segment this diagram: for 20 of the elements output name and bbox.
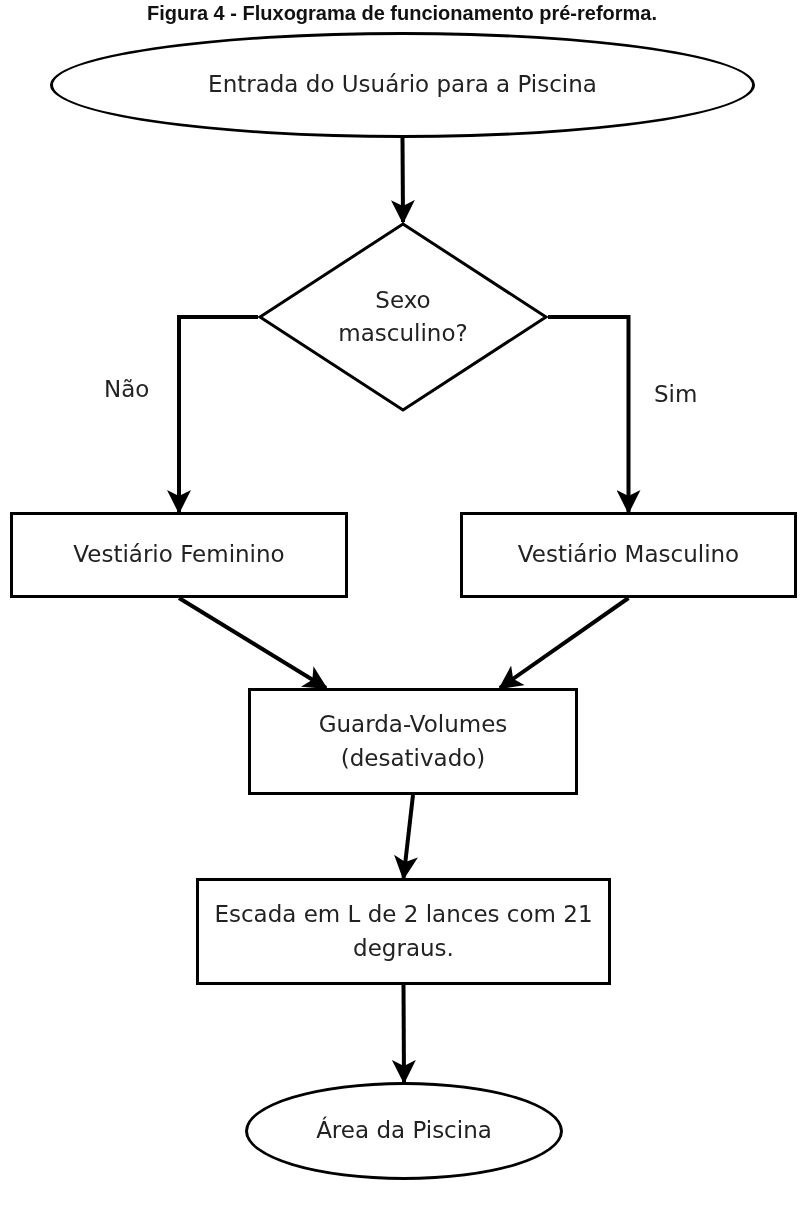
arrow	[177, 596, 328, 690]
node-text: Vestiário Feminino	[73, 540, 285, 570]
process-box	[196, 878, 611, 985]
process-box	[248, 688, 578, 795]
process-box	[460, 512, 797, 598]
node-text: Sexo masculino?	[337, 285, 469, 348]
decision-diamond	[258, 222, 548, 412]
node-text: Guarda-Volumes (desativado)	[317, 710, 509, 773]
arrow	[167, 315, 258, 514]
process-box	[10, 512, 348, 598]
arrow	[391, 985, 416, 1084]
figure-title: Figura 4 - Fluxograma de funcionamento pré-reforma.	[146, 2, 658, 24]
arrow	[498, 596, 630, 690]
node-text: Entrada do Usuário para a Piscina	[208, 70, 597, 100]
node-text: Vestiário Masculino	[517, 540, 740, 570]
node-text: Área da Piscina	[316, 1115, 492, 1146]
node-text: Escada em L de 2 lances com 21 degraus.	[213, 900, 594, 963]
arrow	[390, 138, 415, 224]
arrow	[394, 794, 418, 880]
arrow	[548, 315, 641, 514]
